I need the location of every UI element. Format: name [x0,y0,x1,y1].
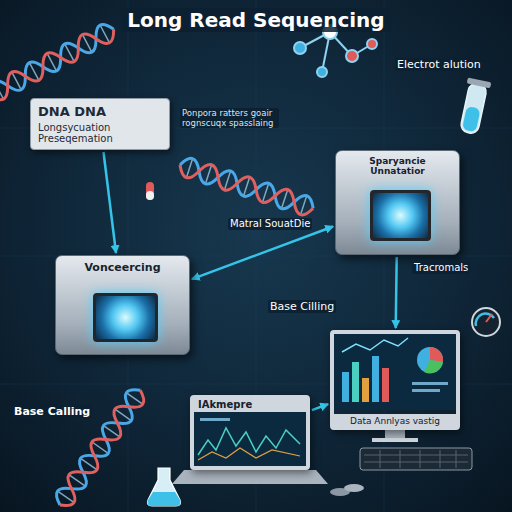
dna-helix [0,20,118,103]
node-heading: IAkmepre [194,399,306,412]
node-heading: Data Annlyas vastig [334,414,456,426]
test-tube [457,77,492,135]
keyboard [360,448,472,470]
molecule-icon [294,25,377,77]
label-card: DNA DNA Longsycuation Preseqemation [30,98,170,150]
laptop-base [172,470,328,484]
flow-arrow [396,257,397,328]
annotation-label: Base Cilling [268,300,336,313]
title-bar: Long Read Sequencing [0,8,512,32]
laptop-screen: IAkmepre [190,395,310,470]
sequencer-machine: Sparyancie Unnatatior [335,150,460,255]
node-heading: DNA DNA [38,104,162,119]
node-text: Longsycuation Preseqemation [38,122,162,144]
laptop-screen [194,412,306,468]
sequencer-machine: Vonceercing [55,255,190,355]
annotation-label: Tracromals [412,262,470,274]
monitor-screen [334,334,456,410]
node-heading: Vonceercing [62,261,183,274]
coins [330,484,364,496]
dna-helix [177,155,316,217]
annotation-label: Base Calling [12,405,92,418]
gauge-icon [472,308,500,336]
flow-arrow [192,227,333,280]
flow-arrow [312,404,328,410]
capsules [146,182,154,200]
annotation-label: Matral SouatDie [228,218,312,230]
annotation-label: Electrot alution [395,58,483,71]
diagram-title: Long Read Sequencing [121,8,390,32]
flow-arrow [104,152,117,253]
dna-helix [52,385,149,511]
monitor-screen: Data Annlyas vastig [330,330,460,430]
flask [148,468,181,506]
monitor-stand [372,430,418,442]
node-heading: Sparyancie Unnatatior [342,156,453,176]
annotation-label: Ponpora ratters goair rognscuqx spasslai… [180,108,279,128]
